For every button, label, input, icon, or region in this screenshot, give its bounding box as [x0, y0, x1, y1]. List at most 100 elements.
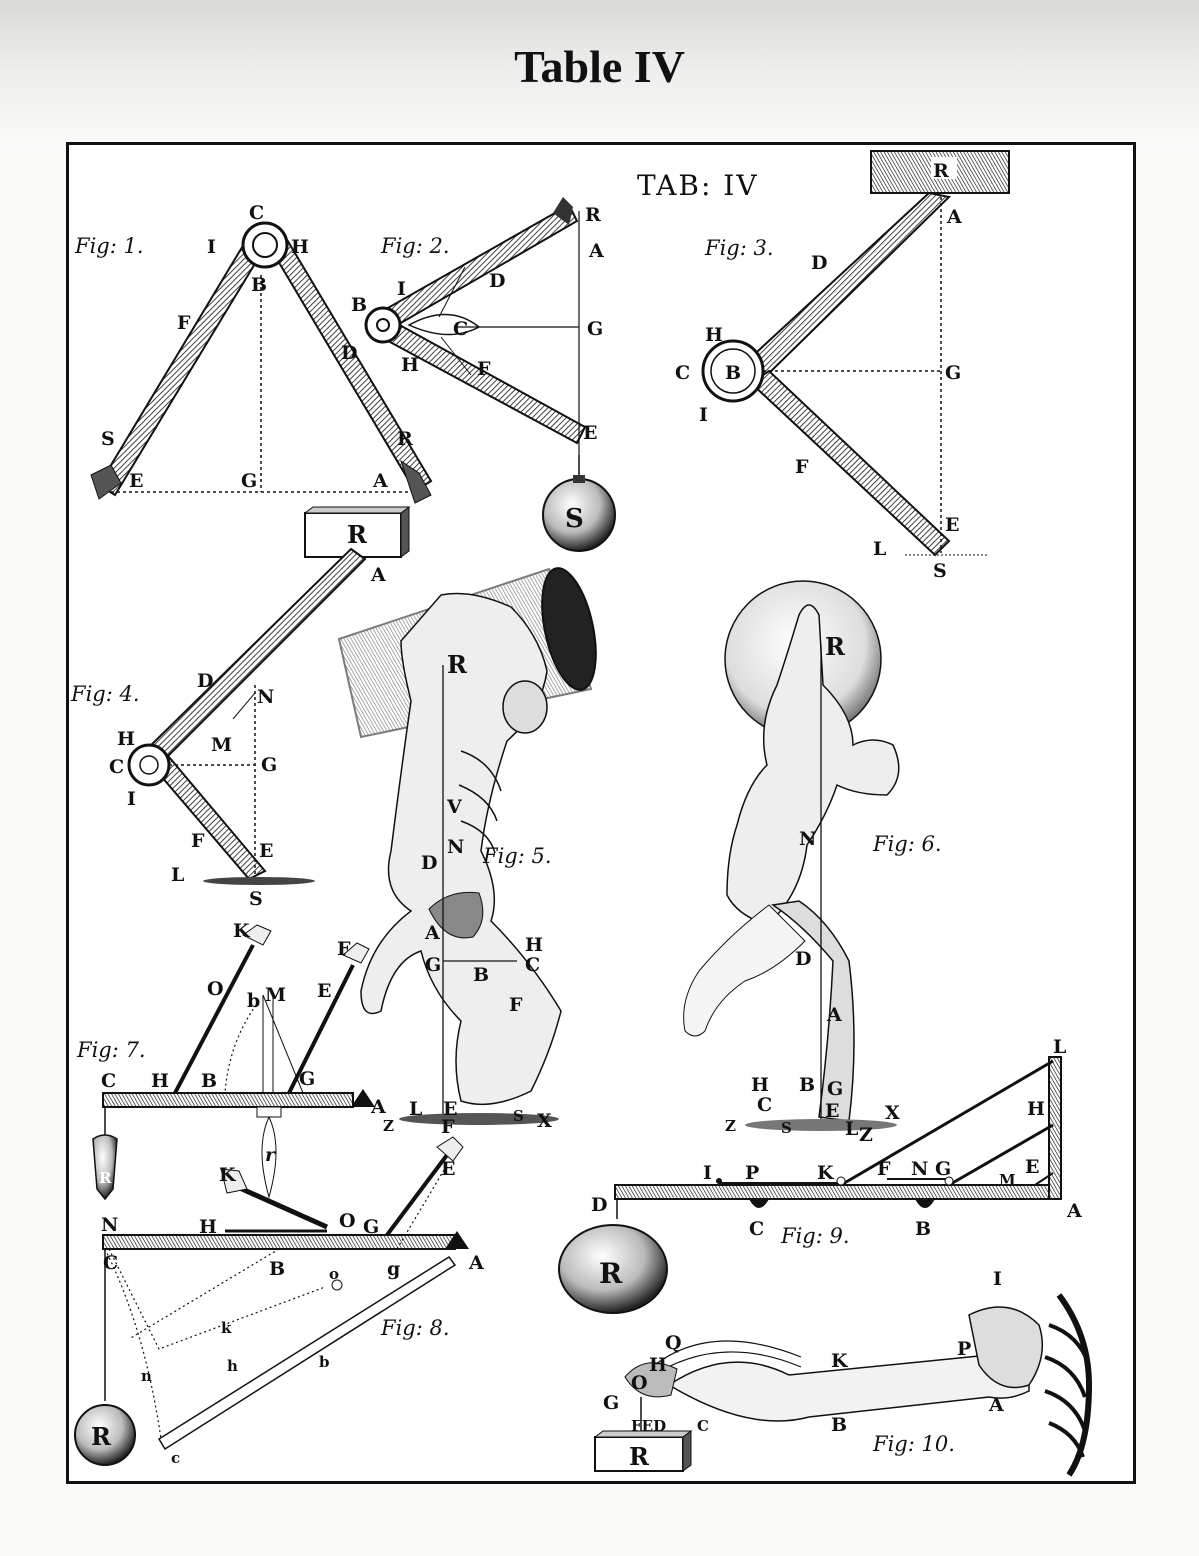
fig7-label: E: [317, 980, 331, 1002]
fig5-label: B: [473, 964, 489, 986]
fig3-label: I: [699, 404, 708, 426]
fig1-label: B: [251, 274, 267, 296]
fig2-caption: Fig: 2.: [380, 234, 450, 258]
fig9-label: M: [999, 1171, 1016, 1189]
fig2-label: G: [587, 318, 603, 340]
fig10-label: O: [631, 1372, 648, 1394]
fig4-caption: Fig: 4.: [70, 682, 140, 706]
fig8-label: C: [103, 1252, 118, 1274]
plate-heading: TAB: IV: [637, 169, 759, 202]
fig9-label: B: [915, 1218, 931, 1240]
figure-9: L X H Z I P K F N G E M D C B A R Fig: 9…: [558, 1036, 1082, 1314]
page-title: Table IV: [514, 41, 685, 92]
fig4-label: M: [211, 734, 232, 756]
fig7-label: O: [207, 978, 224, 1000]
fig8-caption: Fig: 8.: [380, 1316, 450, 1340]
fig2-label: F: [477, 358, 491, 380]
fig7-label: F: [337, 938, 351, 960]
fig4-label: S: [249, 888, 263, 910]
engraved-plate: TAB: IV Fig: 1. C I H B F D S R E G A: [66, 142, 1136, 1484]
fig10-label: K: [831, 1350, 849, 1372]
fig1-label: F: [177, 312, 191, 334]
fig5-label: Z: [383, 1117, 394, 1135]
fig3-label: L: [873, 538, 886, 560]
fig2-label: D: [489, 270, 505, 292]
fig5-label: D: [421, 852, 437, 874]
fig7-label: B: [201, 1070, 217, 1092]
fig2-label: A: [588, 240, 604, 262]
fig9-weight-label: R: [599, 1257, 623, 1290]
fig4-label: A: [370, 564, 386, 586]
fig7-label: A: [370, 1096, 386, 1118]
fig5-label: S: [513, 1107, 524, 1125]
fig10-label: Q: [665, 1332, 682, 1354]
fig4-block-label: R: [347, 520, 368, 549]
fig1-caption: Fig: 1.: [74, 234, 144, 258]
fig7-label: b: [247, 990, 260, 1012]
fig2-label: H: [401, 354, 419, 376]
fig10-label: FED: [631, 1417, 666, 1435]
fig6-label: E: [825, 1100, 839, 1122]
fig6-label: L: [845, 1118, 858, 1140]
fig3-block-label: R: [933, 160, 949, 182]
fig4-label: G: [261, 754, 277, 776]
fig7-label: r: [265, 1144, 277, 1166]
fig3-label: H: [705, 324, 723, 346]
fig5-label: V: [446, 796, 463, 818]
fig6-label: H: [751, 1074, 769, 1096]
fig8-label: H: [199, 1216, 217, 1238]
fig6-label: C: [757, 1094, 772, 1116]
figure-1: Fig: 1. C I H B F D S R E G A: [74, 202, 433, 504]
fig8-label: G: [363, 1216, 379, 1238]
figure-3: R A D H C B G I F E L S Fig: 3.: [675, 150, 1010, 582]
fig6-label: R: [825, 632, 846, 661]
fig9-label: N: [911, 1158, 928, 1180]
fig6-label: N: [799, 828, 816, 850]
fig8-label: N: [101, 1214, 118, 1236]
fig8-label: O: [339, 1210, 356, 1232]
fig7-label: H: [151, 1070, 169, 1092]
fig1-label: R: [397, 428, 413, 450]
fig3-caption: Fig: 3.: [704, 236, 774, 260]
fig10-block-label: R: [629, 1442, 650, 1471]
fig2-label: C: [453, 318, 468, 340]
fig7-label: M: [265, 984, 286, 1006]
fig5-label: N: [447, 836, 464, 858]
fig6-label: Z: [725, 1117, 736, 1135]
fig8-label: c: [171, 1449, 180, 1467]
fig4-label: D: [197, 670, 213, 692]
fig5-label: C: [525, 954, 540, 976]
fig9-label: I: [703, 1162, 712, 1184]
plate-drawing: TAB: IV Fig: 1. C I H B F D S R E G A: [70, 150, 1093, 1477]
fig9-label: H: [1027, 1098, 1045, 1120]
fig8-label: A: [468, 1252, 484, 1274]
fig1-label: D: [341, 342, 357, 364]
figure-10: R I Q H O K P G A FED C B Fig: 10.: [593, 1268, 1093, 1477]
fig1-label: I: [207, 236, 216, 258]
fig3-label: G: [945, 362, 961, 384]
fig1-label: S: [101, 428, 115, 450]
figure-8: K F O E N H G C B g A o k n h b c R Fig:…: [74, 1116, 484, 1467]
fig5-caption: Fig: 5.: [482, 844, 552, 868]
fig5-label: H: [525, 934, 543, 956]
fig7-label: C: [101, 1070, 116, 1092]
fig10-caption: Fig: 10.: [872, 1432, 955, 1456]
fig4-label: N: [257, 686, 274, 708]
fig9-label: F: [877, 1158, 891, 1180]
fig1-label: A: [372, 470, 388, 492]
fig6-label: G: [827, 1078, 843, 1100]
fig5-label: L: [409, 1098, 422, 1120]
fig8-label: h: [227, 1357, 238, 1375]
fig8-label: n: [141, 1367, 152, 1385]
fig3-label: E: [945, 514, 959, 536]
fig5-label: F: [509, 994, 523, 1016]
fig9-label: K: [817, 1162, 835, 1184]
figure-7: Fig: 7. K F O b M E C H B G A r R: [76, 920, 386, 1201]
fig10-label: P: [957, 1338, 971, 1360]
fig2-label: R: [585, 204, 601, 226]
fig6-label: A: [826, 1004, 842, 1026]
fig2-label: B: [351, 294, 367, 316]
fig6-caption: Fig: 6.: [872, 832, 942, 856]
fig8-weight-label: R: [91, 1422, 112, 1451]
scan-shading: [0, 0, 1199, 150]
